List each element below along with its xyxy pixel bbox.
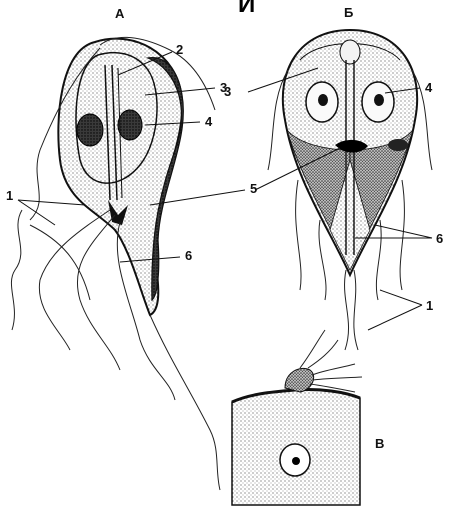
flagellum-c-3 (312, 364, 355, 375)
figure-a: А 1 2 3 4 5 6 (6, 6, 257, 490)
flagellum-c-2 (308, 340, 338, 368)
flagellum-c-4 (313, 377, 362, 380)
leader-b-1b (368, 305, 422, 330)
flagellum-a-2 (39, 210, 110, 350)
leader-a-1 (18, 200, 85, 205)
nucleus-left-a (77, 114, 103, 146)
flagellum-b-6 (354, 270, 358, 350)
basal-body-b (340, 40, 360, 64)
body-outline-a (58, 39, 182, 315)
panel-label-a: А (115, 6, 125, 21)
figure-c: В (232, 330, 384, 505)
flagellum-b-7 (319, 220, 326, 300)
label-a-2: 2 (176, 42, 183, 57)
cell-nucleolus (292, 457, 300, 465)
label-a-5: 5 (250, 181, 257, 196)
panel-label-c: В (375, 436, 384, 451)
label-b-1: 1 (426, 298, 433, 313)
leader-a-1b (18, 200, 55, 225)
flagellum-b-5 (345, 270, 349, 350)
nucleolus-right-b (374, 94, 384, 106)
flagellum-a-5 (11, 210, 22, 330)
flagellum-b-8 (376, 220, 381, 300)
nucleolus-left-b (318, 94, 328, 106)
label-b-4: 4 (425, 80, 433, 95)
panel-label-b: Б (344, 5, 353, 20)
leader-b-1 (380, 290, 422, 305)
flagellum-a-3 (77, 215, 120, 370)
median-body-b-2 (388, 139, 408, 151)
label-b-6: 6 (436, 231, 443, 246)
label-b-3: 3 (224, 84, 231, 99)
flagellum-b-4 (400, 180, 404, 290)
header-fragment: И (238, 0, 255, 18)
label-a-4: 4 (205, 114, 213, 129)
figure-b: Б 3 4 6 1 (224, 5, 443, 350)
flagellum-b-3 (296, 180, 301, 290)
flagellum-c-1 (300, 330, 325, 368)
flagellum-a-tail (150, 315, 220, 490)
label-a-1: 1 (6, 188, 13, 203)
label-a-6: 6 (185, 248, 192, 263)
nucleus-right-a (118, 110, 142, 140)
